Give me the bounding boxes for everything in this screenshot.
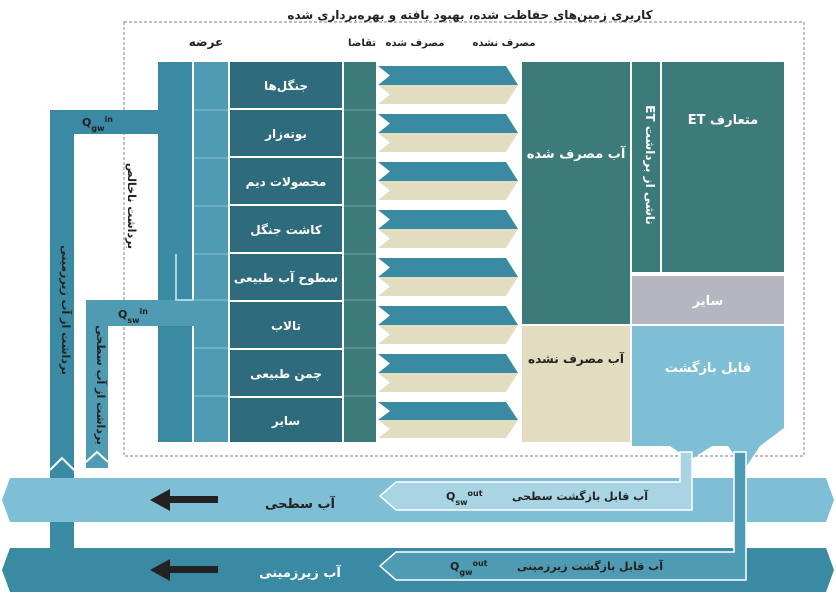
land-use-label: چمن طبیعی <box>250 367 322 381</box>
ground-return-label: آب قابل بازگشت زیرزمینی <box>517 559 663 573</box>
unconsumed-water-label: آب مصرف نشده <box>528 351 625 366</box>
consumed-flow-arrow <box>378 66 518 85</box>
land-use-rows: جنگل‌ها بوته‌زار محصولات دیم کاشت جنگل سطوح … <box>230 62 342 442</box>
consumed-water-box <box>522 62 630 324</box>
unconsumed-flow-arrow <box>378 85 518 104</box>
unconsumed-flow-arrow <box>378 181 518 200</box>
surface-withdrawal-label: برداشت از آب سطحی <box>94 325 108 445</box>
ground-water-label: آب زیرزمینی <box>259 564 341 581</box>
other-box <box>632 276 784 324</box>
q-sw-in-label: Qswin <box>118 307 148 325</box>
header-supply: عرضه <box>189 35 224 49</box>
land-use-row-box <box>230 110 342 156</box>
land-use-label: کاشت جنگل <box>250 223 321 237</box>
et-conventional-box <box>662 62 784 272</box>
land-use-row-box <box>230 350 342 396</box>
supply-column-mid <box>194 62 228 442</box>
land-use-row-box <box>230 398 342 442</box>
returnable-box <box>632 326 784 470</box>
gross-withdrawal-label: برداشت ناخالص <box>125 163 138 249</box>
flow-arrow-rows <box>378 66 518 438</box>
consumed-flow-arrow <box>378 354 518 373</box>
groundwater-withdrawal-pipe <box>50 110 158 590</box>
demand-dividers <box>344 109 376 397</box>
unconsumed-flow-arrow <box>378 373 518 392</box>
unconsumed-flow-arrow <box>378 277 518 296</box>
supply-column-outer <box>158 62 192 442</box>
surface-return-arrow <box>378 451 693 511</box>
et-conventional-label: ET متعارف <box>688 113 758 128</box>
q-sw-out-label: Qswout <box>446 489 483 507</box>
q-gw-out-label: Qgwout <box>450 559 488 577</box>
ground-water-arrow-icon <box>150 559 218 581</box>
ground-return-arrow <box>378 451 747 581</box>
land-use-label: تالاب <box>271 319 301 333</box>
land-use-row-box <box>230 158 342 204</box>
consumed-water-label: آب مصرف شده <box>527 145 626 162</box>
header-demand: تقاضا <box>348 38 376 49</box>
unconsumed-water-box <box>522 326 630 442</box>
land-use-frame <box>123 21 805 457</box>
land-use-row-box <box>230 254 342 300</box>
demand-column <box>344 62 376 442</box>
sw-pipe-drop <box>85 450 109 463</box>
unconsumed-flow-arrow <box>378 133 518 152</box>
consumed-flow-arrow <box>378 258 518 277</box>
other-label: سایر <box>692 294 724 309</box>
surface-pipe-connector <box>175 254 194 301</box>
gw-pipe-drop <box>49 456 75 471</box>
header-unconsumed: مصرف نشده <box>473 38 536 49</box>
surface-water-arrow-icon <box>150 489 218 511</box>
surface-water-label: آب سطحی <box>265 495 336 512</box>
supply-dividers <box>194 109 228 397</box>
consumed-flow-arrow <box>378 162 518 181</box>
consumed-flow-arrow <box>378 210 518 229</box>
land-use-row-box <box>230 62 342 108</box>
et-withdrawal-box <box>632 62 660 272</box>
consumed-flow-arrow <box>378 402 518 420</box>
unconsumed-flow-arrow <box>378 229 518 248</box>
land-use-row-box <box>230 302 342 348</box>
surface-return-label: آب قابل بازگشت سطحی <box>512 489 648 503</box>
header-consumed: مصرف شده <box>386 38 445 49</box>
et-withdrawal-label: ET ناشی از برداشت <box>643 105 657 225</box>
land-use-label: محصولات دیم <box>246 175 327 190</box>
diagram-title: کاربری زمین‌های حفاظت شده، بهبود یافته و… <box>287 8 652 23</box>
consumed-flow-arrow <box>378 306 518 325</box>
q-gw-in-label: Qgwin <box>82 115 113 133</box>
unconsumed-flow-arrow <box>378 325 518 344</box>
land-use-label: بوته‌زار <box>264 127 307 142</box>
consumed-flow-arrow <box>378 114 518 133</box>
land-use-label: سایر <box>271 414 300 428</box>
returnable-label: قابل بازگشت <box>665 360 751 376</box>
land-use-label: جنگل‌ها <box>264 79 308 93</box>
unconsumed-flow-arrow <box>378 420 518 438</box>
groundwater-withdrawal-label: برداشت از آب زیرزمینی <box>59 245 73 375</box>
land-use-label: سطوح آب طبیعی <box>234 270 338 286</box>
land-use-row-box <box>230 206 342 252</box>
